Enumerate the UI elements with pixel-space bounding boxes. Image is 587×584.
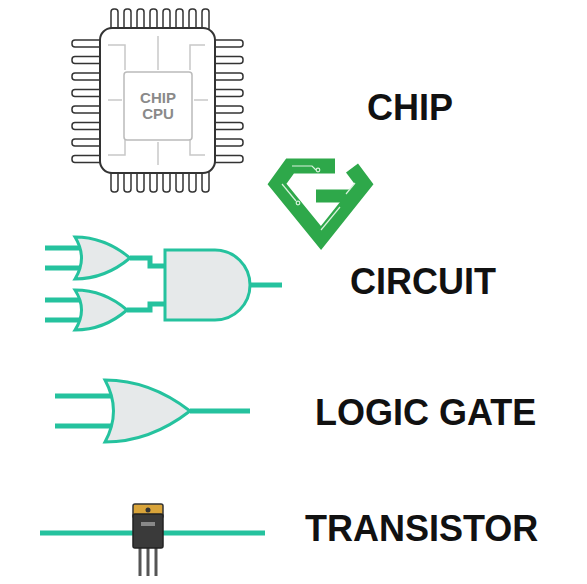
chip-pin [72, 156, 103, 163]
chip-pins [72, 9, 243, 192]
chip-pin [72, 106, 103, 113]
chip-pin [212, 123, 243, 130]
chip-pin [72, 40, 103, 47]
part-label: CIRCUIT [350, 262, 496, 302]
chip-pin [72, 123, 103, 130]
part-label: CHIP [367, 88, 453, 128]
part-label: LOGIC GATE [315, 393, 536, 433]
logo [277, 166, 364, 238]
chip-body [100, 28, 215, 173]
chip-icon [72, 9, 243, 192]
part-label: TRANSISTOR [305, 509, 538, 549]
chip-pin [212, 156, 243, 163]
chip-pin [212, 106, 243, 113]
chip-pin [72, 57, 103, 64]
gate-symbols [75, 237, 250, 330]
chip-pin [212, 90, 243, 97]
chip-pin [212, 139, 243, 146]
chip-pin [212, 57, 243, 64]
chip-die [124, 72, 192, 140]
chip-traces [108, 36, 208, 165]
chip-pin [212, 73, 243, 80]
chip-marking: CHIP CPU [133, 89, 183, 124]
transistor-icon [40, 504, 265, 576]
chip-pin [212, 40, 243, 47]
or-gate-icon [55, 380, 250, 442]
chip-pin [72, 139, 103, 146]
chip-pin [72, 73, 103, 80]
chip-pin [72, 90, 103, 97]
